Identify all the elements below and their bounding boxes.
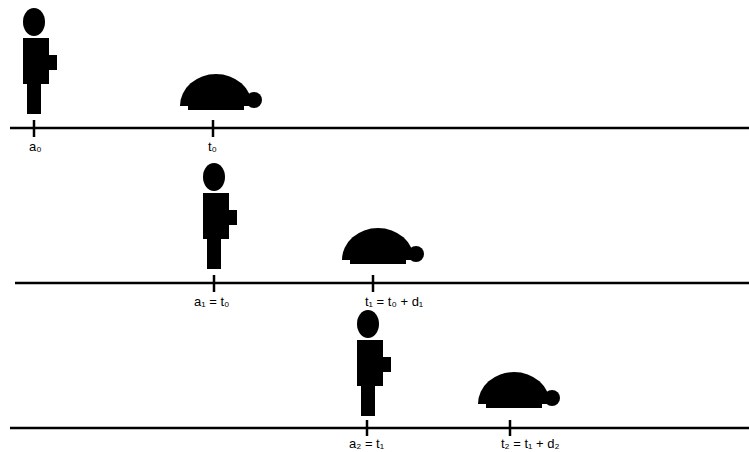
position-label: a₁ = t₀ bbox=[193, 294, 230, 309]
achilles-figure bbox=[23, 8, 57, 114]
tick bbox=[366, 420, 369, 436]
ground-line bbox=[10, 427, 749, 430]
ground-line bbox=[10, 127, 749, 130]
position-label: a₀ bbox=[28, 139, 43, 154]
tick bbox=[212, 120, 215, 137]
position-label: a₂ = t₁ bbox=[348, 436, 385, 451]
tortoise-figure bbox=[342, 228, 424, 264]
position-label: t₁ = t₀ + d₁ bbox=[364, 294, 424, 309]
achilles-figure bbox=[357, 310, 391, 416]
tick bbox=[213, 275, 216, 292]
tick bbox=[33, 120, 36, 137]
tick bbox=[372, 275, 375, 292]
position-label: t₂ = t₁ + d₂ bbox=[500, 436, 561, 451]
achilles-figure bbox=[203, 163, 237, 269]
ground-line bbox=[15, 282, 749, 285]
position-label: t₀ bbox=[207, 139, 218, 154]
tick bbox=[509, 420, 512, 436]
tortoise-figure bbox=[180, 74, 262, 110]
tortoise-figure bbox=[478, 372, 560, 408]
